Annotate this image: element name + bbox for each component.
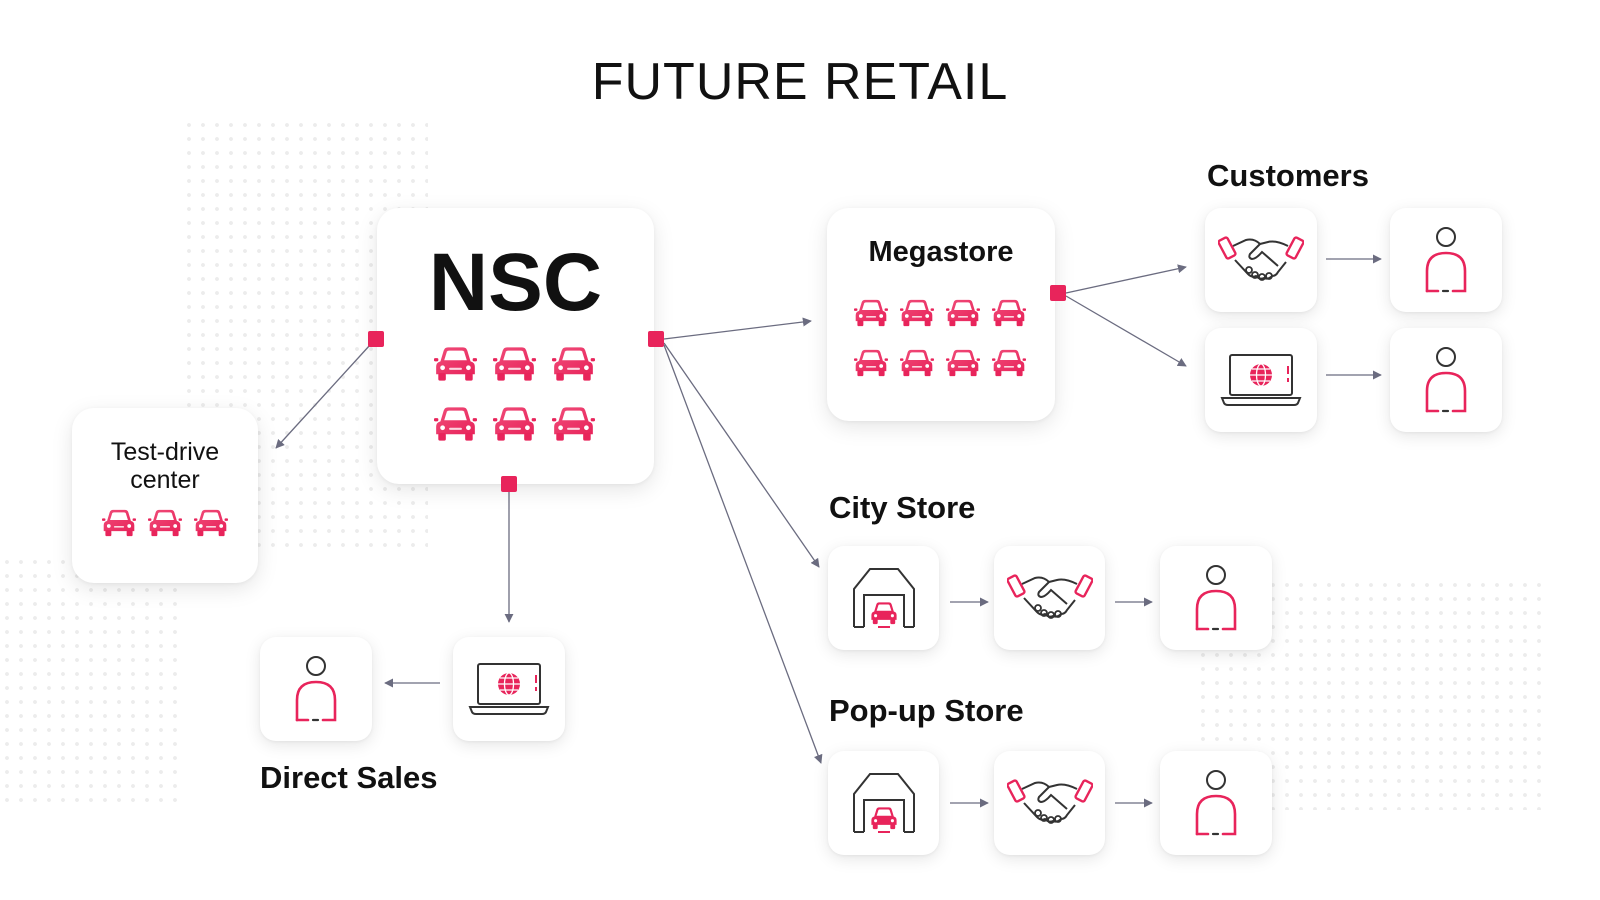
car-icon [946,299,980,327]
city-person-tile[interactable] [1160,546,1272,650]
nsc-right-connector[interactable] [648,331,664,347]
car-icon [148,509,182,537]
car-icon [493,347,536,381]
person-icon [295,656,337,722]
megastore-right-connector[interactable] [1050,285,1066,301]
city-handshake-tile[interactable] [994,546,1105,650]
customers-label: Customers [1207,158,1369,193]
link-nsc-test-drive [275,344,371,449]
store-icon [852,773,915,833]
person-icon [1195,565,1237,631]
handshake-icon [1218,236,1304,281]
car-icon [854,299,888,327]
popup-store-tile[interactable] [828,751,939,855]
link-megastore-customer-online [1065,295,1187,367]
nsc-bottom-connector[interactable] [501,476,517,492]
laptop-globe-icon [1220,354,1302,406]
car-icon [434,407,477,441]
direct-online-tile[interactable] [453,637,565,741]
link-nsc-city-store [663,342,820,568]
car-icon [946,349,980,377]
customer-person-tile-2[interactable] [1390,328,1502,432]
laptop-globe-icon [468,663,550,715]
direct-sales-label: Direct Sales [260,760,438,795]
car-icon [434,347,477,381]
popup-handshake-tile[interactable] [994,751,1105,855]
nsc-car-grid [434,345,595,443]
direct-person-tile[interactable] [260,637,372,741]
dot-pattern-bottom-left [0,555,186,805]
car-icon [552,407,595,441]
test-drive-center-card[interactable]: Test-drive center [72,408,258,583]
handshake-icon [1006,574,1093,619]
test-drive-center-label: Test-drive center [110,438,220,494]
car-icon [900,349,934,377]
customer-handshake-tile[interactable] [1205,208,1317,312]
popup-person-tile[interactable] [1160,751,1272,855]
nsc-title: NSC [428,237,603,328]
megastore-card[interactable]: Megastore [827,208,1055,421]
store-icon [852,568,915,628]
car-icon [102,509,136,537]
car-icon [854,349,888,377]
link-nsc-megastore [663,317,812,340]
link-megastore-customer-handshake [1065,264,1187,294]
city-store-tile[interactable] [828,546,939,650]
handshake-icon [1006,779,1093,824]
page-title: FUTURE RETAIL [591,53,1009,111]
megastore-title: Megastore [868,236,1014,268]
car-icon [493,407,536,441]
customer-online-tile[interactable] [1205,328,1317,432]
test-drive-car-grid [102,508,228,538]
popup-store-label: Pop-up Store [829,693,1024,728]
person-icon [1425,347,1467,413]
customer-person-tile-1[interactable] [1390,208,1502,312]
car-icon [992,299,1026,327]
nsc-card[interactable]: NSC [377,208,654,484]
car-icon [552,347,595,381]
car-icon [194,509,228,537]
megastore-car-grid [854,298,1026,378]
nsc-left-connector[interactable] [368,331,384,347]
city-store-label: City Store [829,490,976,525]
car-icon [900,299,934,327]
person-icon [1195,770,1237,836]
car-icon [992,349,1026,377]
link-nsc-popup-store [663,344,823,764]
person-icon [1425,227,1467,293]
